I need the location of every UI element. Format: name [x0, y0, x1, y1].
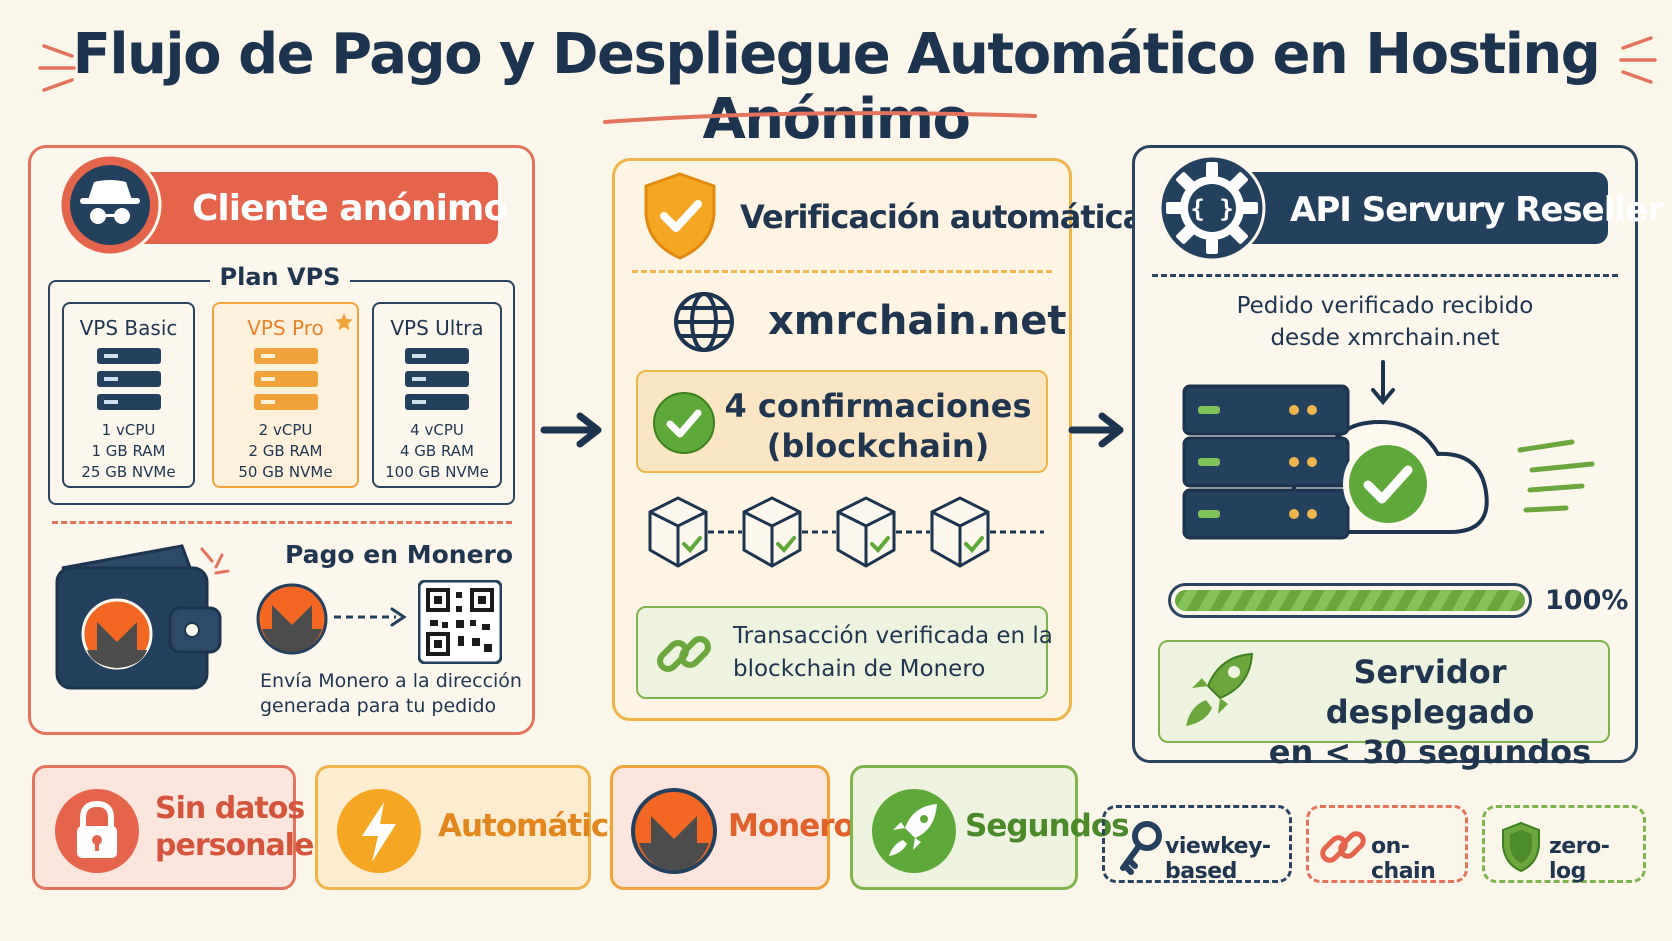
dashed-arrow [334, 607, 407, 627]
plan-name: VPS Pro [247, 316, 324, 340]
blockchain-chain [648, 496, 1044, 568]
server-icon [405, 348, 469, 410]
explorer-domain[interactable]: xmrchain.net [768, 298, 1067, 344]
sparkle-right-icon [1619, 36, 1657, 84]
progress-fill [1175, 590, 1525, 611]
key-icon [1120, 821, 1162, 875]
deploy-progress-bar [1168, 583, 1532, 618]
plan-ram: 2 GB RAM [248, 442, 323, 460]
deployed-line2: en < 30 segundos [1268, 733, 1592, 771]
badge-label: Sin datos personales [155, 790, 331, 864]
confirmations-text: 4 confirmaciones (blockchain) [718, 386, 1038, 466]
received-line1: Pedido verificado recibido [1236, 293, 1534, 319]
plan-card-basic[interactable]: VPS Basic 1 vCPU 1 GB RAM 25 GB NVMe [62, 302, 195, 488]
chain-link-icon [657, 636, 711, 672]
sparkle-left-icon [38, 44, 76, 92]
plan-cpu: 1 vCPU [101, 421, 156, 439]
plan-card-ultra[interactable]: VPS Ultra 4 vCPU 4 GB RAM 100 GB NVMe [372, 302, 502, 488]
arrow-right-icon [540, 412, 602, 448]
payment-desc-line1: Envía Monero a la dirección [260, 670, 522, 692]
verification-header-title: Verificación automática [740, 198, 1144, 236]
divider [52, 521, 512, 524]
block-cube-icon [648, 496, 708, 568]
alert-lines-icon [200, 547, 230, 575]
plan-disk: 100 GB NVMe [385, 463, 489, 481]
lock-icon [55, 789, 139, 873]
monero-icon [256, 583, 328, 655]
check-circle-icon [653, 392, 715, 454]
progress-label: 100% [1545, 585, 1629, 616]
confirmations-line2: (blockchain) [766, 427, 990, 465]
globe-icon [674, 292, 734, 352]
badge-automatic: Automático [315, 765, 630, 890]
plan-name: VPS Ultra [390, 316, 484, 340]
star-icon [335, 313, 353, 331]
tag-label: zero-log [1549, 834, 1610, 884]
divider [1152, 274, 1618, 277]
plan-ram: 4 GB RAM [399, 442, 474, 460]
badge-line1: Sin datos [155, 791, 305, 826]
tx-line2: blockchain de Monero [733, 656, 986, 682]
transaction-text: Transacción verificada en la blockchain … [733, 620, 1053, 686]
plan-disk: 50 GB NVMe [238, 463, 333, 481]
plan-cpu: 4 vCPU [410, 421, 464, 439]
monero-icon [631, 788, 717, 874]
received-line2: desde xmrchain.net [1270, 325, 1500, 351]
incognito-icon [58, 153, 162, 257]
badge-label: Automático [438, 808, 630, 844]
plan-name: VPS Basic [79, 316, 178, 340]
client-header-title: Cliente anónimo [192, 188, 508, 229]
tag-label: on-chain [1371, 834, 1436, 884]
rocket-icon [872, 789, 956, 873]
tag-label: viewkey-based [1165, 834, 1271, 884]
page-title: Flujo de Pago y Despliegue Automático en… [72, 22, 1601, 152]
qr-code-icon[interactable] [418, 580, 502, 664]
badge-line2: personales [155, 828, 331, 863]
order-received-text: Pedido verificado recibido desde xmrchai… [1180, 290, 1590, 354]
title-underline [603, 111, 1037, 124]
payment-desc-line2: generada para tu pedido [260, 695, 497, 717]
tag-zero-log: zero-log [1482, 805, 1646, 884]
server-icon [253, 348, 318, 410]
payment-description: Envía Monero a la dirección generada par… [260, 669, 522, 719]
block-cube-icon [836, 496, 896, 568]
confirmations-line1: 4 confirmaciones [724, 387, 1032, 425]
tag-on-chain: on-chain [1306, 805, 1468, 884]
payment-title: Pago en Monero [285, 540, 514, 569]
arrow-down-icon [1371, 360, 1395, 406]
block-cube-icon [930, 496, 990, 568]
badge-label: Monero [728, 808, 855, 844]
api-header [1200, 172, 1608, 244]
svg-text:{ }: { } [1190, 195, 1233, 223]
lightning-icon [337, 789, 421, 873]
badge-monero: Monero [610, 765, 855, 890]
arrow-right-icon [1068, 412, 1124, 448]
shield-icon [1502, 821, 1540, 873]
badge-no-personal-data: Sin datos personales [32, 765, 331, 890]
tag-viewkey-based: viewkey-based [1102, 805, 1292, 884]
plan-ram: 1 GB RAM [91, 442, 166, 460]
server-icon [96, 348, 161, 410]
deployed-line1: Servidor desplegado [1325, 653, 1535, 731]
server-cloud-illustration [1182, 384, 1595, 540]
speed-lines [1517, 439, 1595, 513]
plan-title: Plan VPS [210, 263, 350, 291]
divider [632, 270, 1052, 273]
plan-disk: 25 GB NVMe [81, 463, 176, 481]
api-header-title: API Servury Reseller [1290, 190, 1664, 230]
tx-line1: Transacción verificada en la [733, 623, 1053, 649]
block-cube-icon [742, 496, 802, 568]
api-gear-icon: { } [1158, 154, 1266, 262]
plan-cpu: 2 vCPU [258, 421, 313, 439]
plan-card-pro[interactable]: VPS Pro 2 vCPU 2 GB RAM 50 GB NVMe [212, 302, 359, 488]
rocket-icon [1186, 652, 1254, 726]
shield-check-icon [644, 172, 716, 260]
wallet-icon [55, 544, 222, 690]
chain-link-icon [1320, 831, 1366, 863]
badge-seconds: Segundos [850, 765, 1130, 890]
deployed-text: Servidor desplegado en < 30 segundos [1265, 652, 1595, 772]
